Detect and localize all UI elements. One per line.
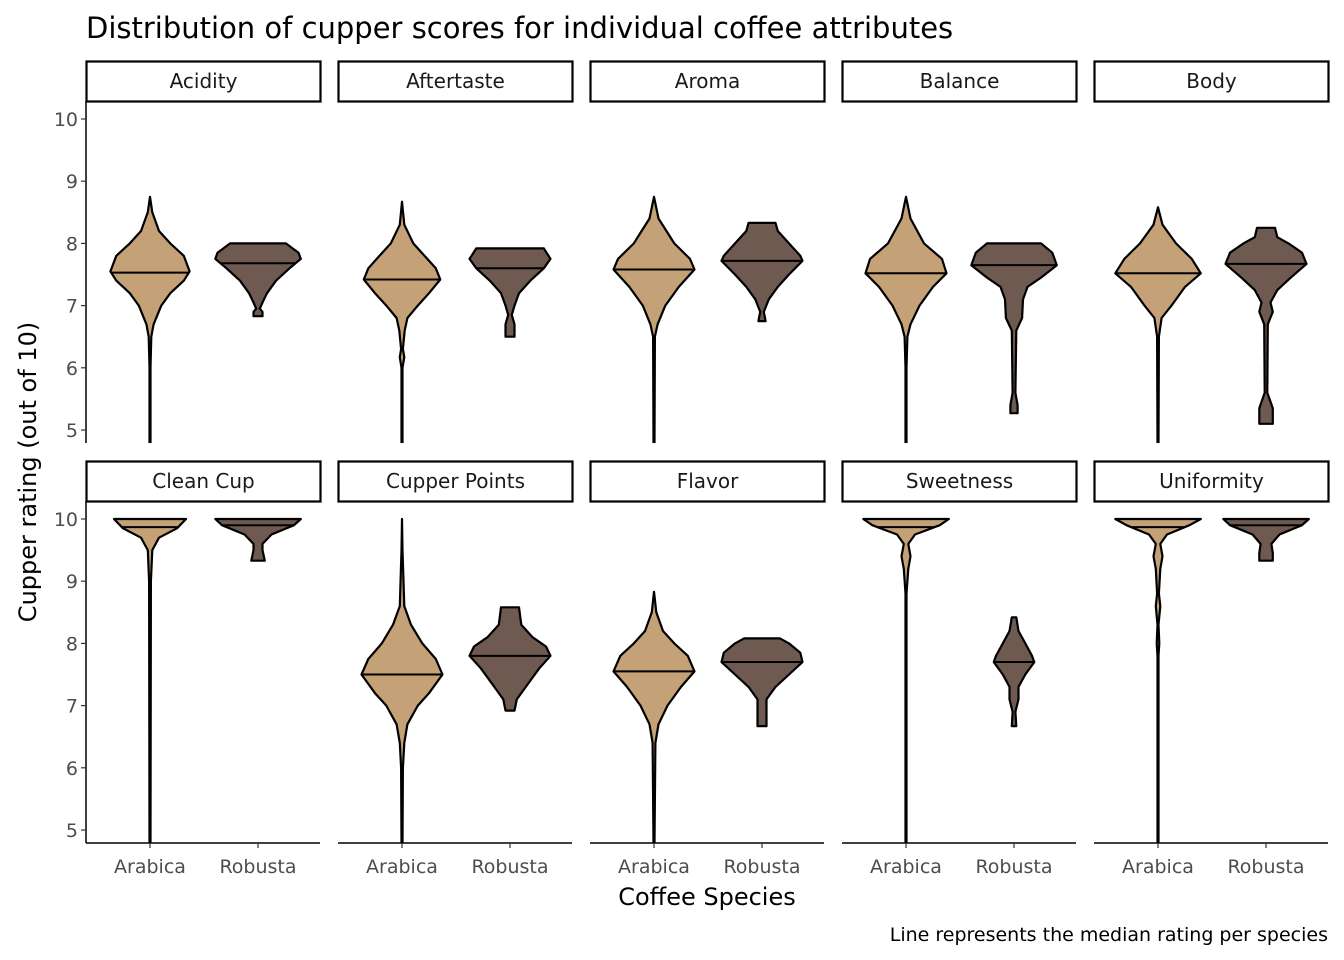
chart-caption: Line represents the median rating per sp… (890, 924, 1328, 946)
violin-robusta (1224, 226, 1308, 425)
facet-strip (841, 460, 1078, 503)
y-tick-label: 7 (66, 296, 78, 318)
facet-strip (589, 60, 826, 103)
violin-arabica (112, 517, 188, 843)
violin-robusta (992, 616, 1036, 728)
facet-strip (589, 460, 826, 503)
x-tick-label: Arabica (870, 856, 942, 878)
x-tick-label: Arabica (1122, 856, 1194, 878)
facet-strip-label: Uniformity (1159, 469, 1264, 493)
facet-panel-body: Body (1093, 60, 1330, 443)
x-tick-label: Robusta (1227, 856, 1304, 878)
violin-robusta (970, 242, 1058, 415)
facet-strip (85, 460, 322, 503)
y-tick-label: 10 (54, 109, 78, 131)
violin-arabica (862, 517, 950, 843)
violin-arabica (109, 195, 191, 443)
facet-strip-label: Aroma (675, 69, 740, 93)
violin-arabica (1114, 517, 1202, 843)
facet-strip-label: Acidity (170, 69, 238, 93)
x-tick-label: Robusta (219, 856, 296, 878)
y-tick-label: 5 (66, 820, 78, 842)
x-tick-label: Robusta (975, 856, 1052, 878)
facet-panel-aftertaste: Aftertaste (337, 60, 574, 443)
facet-strip-label: Clean Cup (152, 469, 254, 493)
y-tick-label: 8 (66, 633, 78, 655)
violin-arabica (1114, 206, 1202, 443)
violin-arabica (360, 517, 444, 843)
violin-robusta (720, 637, 804, 728)
violin-arabica (864, 195, 948, 443)
x-tick-label: Arabica (366, 856, 438, 878)
chart-title: Distribution of cupper scores for indivi… (86, 11, 953, 45)
y-tick-label: 6 (66, 758, 78, 780)
facet-strip-label: Cupper Points (386, 469, 525, 493)
x-tick-label: Arabica (618, 856, 690, 878)
x-tick-label: Robusta (471, 856, 548, 878)
violin-robusta (468, 606, 552, 712)
facet-strip-label: Sweetness (906, 469, 1013, 493)
violin-arabica (362, 200, 442, 443)
facet-strip (85, 60, 322, 103)
violin-robusta (720, 221, 804, 323)
violin-robusta (214, 242, 302, 318)
facet-strip (337, 460, 574, 503)
y-tick-label: 9 (66, 171, 78, 193)
y-tick-label: 5 (66, 420, 78, 442)
facet-panel-aroma: Aroma (589, 60, 826, 443)
violin-arabica (612, 195, 696, 443)
violin-robusta (468, 247, 552, 338)
y-axis-title: Cupper rating (out of 10) (14, 322, 42, 622)
y-tick-label: 10 (54, 509, 78, 531)
facet-strip-label: Body (1186, 69, 1237, 93)
facet-panel-acidity: Acidity 5 6 7 8 9 10 (54, 60, 322, 443)
y-tick-label: 6 (66, 358, 78, 380)
violin-arabica (612, 590, 696, 843)
y-tick-label: 7 (66, 696, 78, 718)
facet-panel-balance: Balance (841, 60, 1078, 443)
facet-strip-label: Balance (920, 69, 1000, 93)
facet-strip (841, 60, 1078, 103)
facet-strip (1093, 460, 1330, 503)
facet-strip (337, 60, 574, 103)
x-axis-title: Coffee Species (618, 883, 796, 911)
y-tick-label: 9 (66, 571, 78, 593)
x-tick-label: Arabica (114, 856, 186, 878)
y-tick-label: 8 (66, 233, 78, 255)
facet-strip-label: Flavor (677, 469, 739, 493)
facet-strip-label: Aftertaste (406, 69, 505, 93)
facet-strip (1093, 60, 1330, 103)
x-tick-label: Robusta (723, 856, 800, 878)
